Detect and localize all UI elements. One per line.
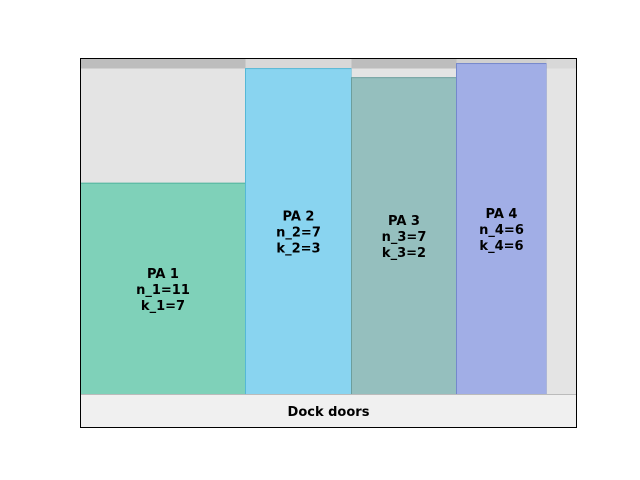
pa-4-label-line-3: k_4=6 [479,239,523,254]
dock-doors-area [80,394,577,428]
pa-4-label-line-1: PA 4 [486,207,518,222]
pa-1-label-line-3: k_1=7 [141,299,185,314]
pa-1-top-band [80,58,246,69]
pa-empty-top-band [546,58,577,69]
pa-2-top-band [245,58,352,69]
zones-layer: PA 1n_1=11k_1=7PA 2n_2=7k_2=3PA 3n_3=7k_… [80,58,577,396]
pa-3-label-line-3: k_3=2 [382,246,426,261]
dock-doors-label: Dock doors [288,405,370,420]
pa-1-label-line-1: PA 1 [147,267,179,282]
pa-3-label-line-2: n_3=7 [382,230,427,245]
pa-4-label-line-2: n_4=6 [479,223,524,238]
pa-1-block [80,182,246,395]
pa-3-top-band [351,58,457,69]
pa-2-label-line-3: k_2=3 [276,242,320,257]
pa-2-label-line-2: n_2=7 [276,226,321,241]
pa-2-label-line-1: PA 2 [283,210,315,225]
pa-1-label-line-2: n_1=11 [136,283,190,298]
pa-empty-slot [546,58,577,395]
pa-3-label-line-1: PA 3 [388,214,420,229]
diagram-frame [80,58,577,428]
